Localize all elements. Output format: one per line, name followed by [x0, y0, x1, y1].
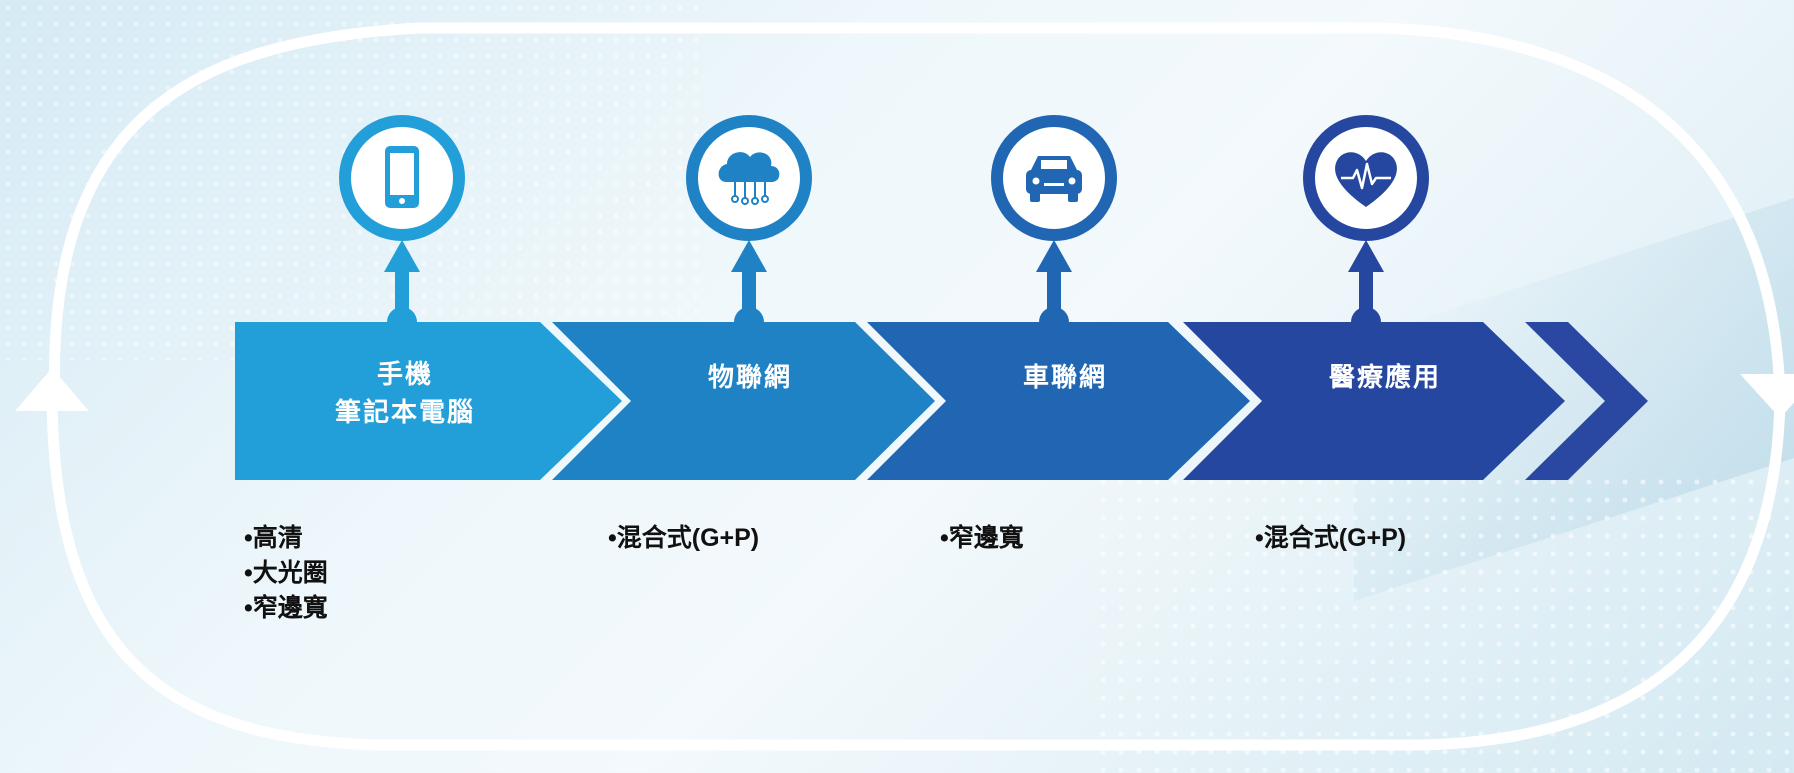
stage-chevron-medical [1183, 322, 1565, 480]
cloud-network-icon [686, 115, 812, 241]
smartphone-icon [339, 115, 465, 241]
stage-chevron-vehicle [867, 322, 1250, 480]
stage-title-line: 手機 [376, 359, 433, 389]
stage-title-medical: 醫療應用 [1250, 358, 1520, 396]
stage-title-phone: 手機 筆記本電腦 [255, 355, 555, 431]
stage-title-line: 筆記本電腦 [334, 397, 475, 427]
stage-features-iot: 混合式(G+P) [608, 521, 759, 556]
final-chevron [1525, 322, 1648, 480]
stage-features-vehicle: 窄邊寬 [940, 521, 1024, 556]
stage-title-vehicle: 車聯網 [930, 358, 1200, 396]
connector-iot [731, 240, 767, 337]
loop-arrow-up-icon [15, 368, 89, 411]
car-icon [991, 115, 1117, 241]
stage-features-medical: 混合式(G+P) [1255, 521, 1406, 556]
stage-chevron-iot [552, 322, 935, 480]
connector-phone [384, 240, 420, 337]
connector-medical [1348, 240, 1384, 337]
feature-item: 混合式(G+P) [608, 521, 759, 556]
feature-item: 大光圈 [244, 556, 328, 591]
stage-title-line: 醫療應用 [1328, 362, 1441, 392]
cycle-loop [15, 22, 1794, 751]
feature-item: 高清 [244, 521, 328, 556]
connector-vehicle [1036, 240, 1072, 337]
stage-title-line: 車聯網 [1022, 362, 1107, 392]
loop-arrow-down-icon [1740, 374, 1794, 418]
heart-pulse-icon [1303, 115, 1429, 241]
background-dot-pattern-right [1094, 473, 1794, 773]
feature-item: 窄邊寬 [940, 521, 1024, 556]
stage-title-iot: 物聯網 [615, 358, 885, 396]
feature-item: 窄邊寬 [244, 591, 328, 626]
cycle-loop-bottom [46, 399, 1786, 751]
stage-chevron-phone [235, 322, 622, 480]
stage-features-phone: 高清 大光圈 窄邊寬 [244, 521, 328, 626]
feature-item: 混合式(G+P) [1255, 521, 1406, 556]
cycle-loop-top [49, 22, 1786, 401]
stage-title-line: 物聯網 [707, 362, 792, 392]
